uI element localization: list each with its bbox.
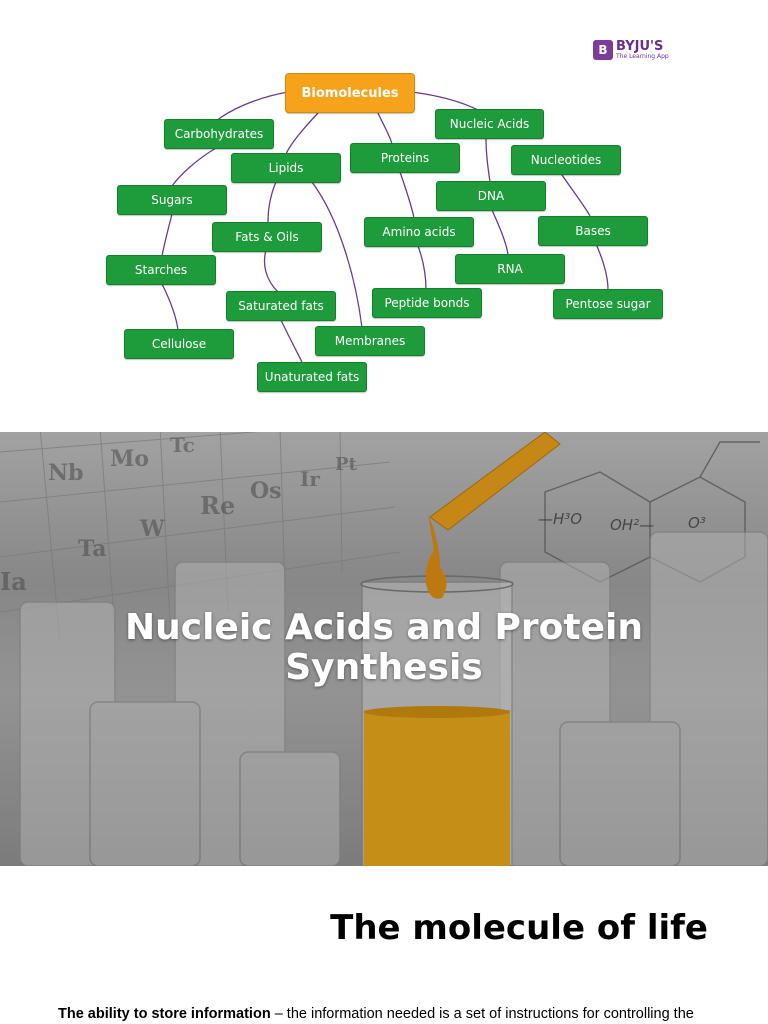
node-proteins: Proteins (350, 143, 460, 173)
svg-text:Pt: Pt (335, 454, 358, 475)
node-nucleic-acids: Nucleic Acids (435, 109, 544, 139)
node-nucleotides: Nucleotides (511, 145, 621, 175)
svg-text:Ir: Ir (300, 467, 320, 491)
byjus-logo: B BYJU'S The Learning App (593, 40, 669, 60)
node-rna: RNA (455, 254, 565, 284)
connector (267, 181, 277, 223)
connector (285, 112, 319, 155)
node-amino-acids: Amino acids (364, 217, 474, 247)
lab-background-image: Nb Mo Tc Re Os Ir Pt W Ta Ia —H³O OH²— O… (0, 432, 768, 866)
connector (215, 91, 289, 122)
connector (417, 245, 427, 291)
svg-text:—H³O: —H³O (538, 510, 582, 528)
pipette-graphic (425, 432, 561, 599)
beaker-graphic (360, 575, 514, 866)
svg-text:Mo: Mo (110, 446, 149, 472)
concept-map: Biomolecules Carbohydrates Nucleic Acids… (0, 0, 768, 432)
svg-text:Ta: Ta (78, 536, 107, 562)
node-biomolecules: Biomolecules (285, 73, 415, 113)
connector (485, 137, 491, 183)
connector (559, 171, 591, 217)
logo-tagline: The Learning App (616, 53, 669, 60)
logo-mark-icon: B (593, 40, 613, 60)
node-lipids: Lipids (231, 153, 341, 183)
node-membranes: Membranes (315, 326, 425, 356)
logo-name: BYJU'S (616, 39, 664, 54)
node-peptide-bonds: Peptide bonds (372, 288, 482, 318)
connector (171, 147, 217, 187)
node-pentose-sugar: Pentose sugar (553, 289, 663, 319)
section-heading: The molecule of life (330, 908, 708, 948)
node-bases: Bases (538, 216, 648, 246)
svg-text:Os: Os (250, 478, 282, 504)
svg-text:Re: Re (200, 491, 235, 520)
periodic-table-graphic (0, 432, 401, 643)
test-tubes-graphic (19, 531, 768, 866)
connector (161, 213, 173, 257)
banner-title-line-2: Synthesis (285, 647, 483, 688)
body-bold-lead: The ability to store information (58, 1006, 271, 1022)
node-cellulose: Cellulose (124, 329, 234, 359)
body-rest: – the information needed is a set of ins… (270, 1006, 694, 1022)
title-banner: Nb Mo Tc Re Os Ir Pt W Ta Ia —H³O OH²— O… (0, 432, 768, 866)
node-fats-oils: Fats & Oils (212, 222, 322, 252)
svg-text:OH²—: OH²— (610, 516, 654, 534)
connector (311, 181, 363, 329)
svg-text:W: W (139, 516, 165, 542)
connector (377, 112, 393, 145)
node-dna: DNA (436, 181, 546, 211)
banner-title: Nucleic Acids and Protein Synthesis (0, 608, 768, 688)
node-unsaturated-fats: Unaturated fats (257, 362, 367, 392)
concept-map-connectors (161, 91, 609, 363)
node-sugars: Sugars (117, 185, 227, 215)
node-saturated-fats: Saturated fats (226, 291, 336, 321)
connector (161, 283, 179, 331)
svg-text:Tc: Tc (170, 433, 195, 457)
svg-text:Nb: Nb (48, 460, 84, 486)
body-paragraph: The ability to store information – the i… (58, 1006, 738, 1022)
connector (411, 91, 479, 111)
svg-text:Ia: Ia (0, 567, 27, 596)
connector (595, 243, 609, 291)
connector (491, 209, 509, 255)
connector (399, 171, 415, 219)
svg-text:O³: O³ (688, 514, 706, 532)
banner-title-line-1: Nucleic Acids and Protein (124, 607, 644, 648)
connector (263, 249, 279, 293)
node-starches: Starches (106, 255, 216, 285)
node-carbohydrates: Carbohydrates (164, 119, 274, 149)
connector (279, 317, 303, 363)
